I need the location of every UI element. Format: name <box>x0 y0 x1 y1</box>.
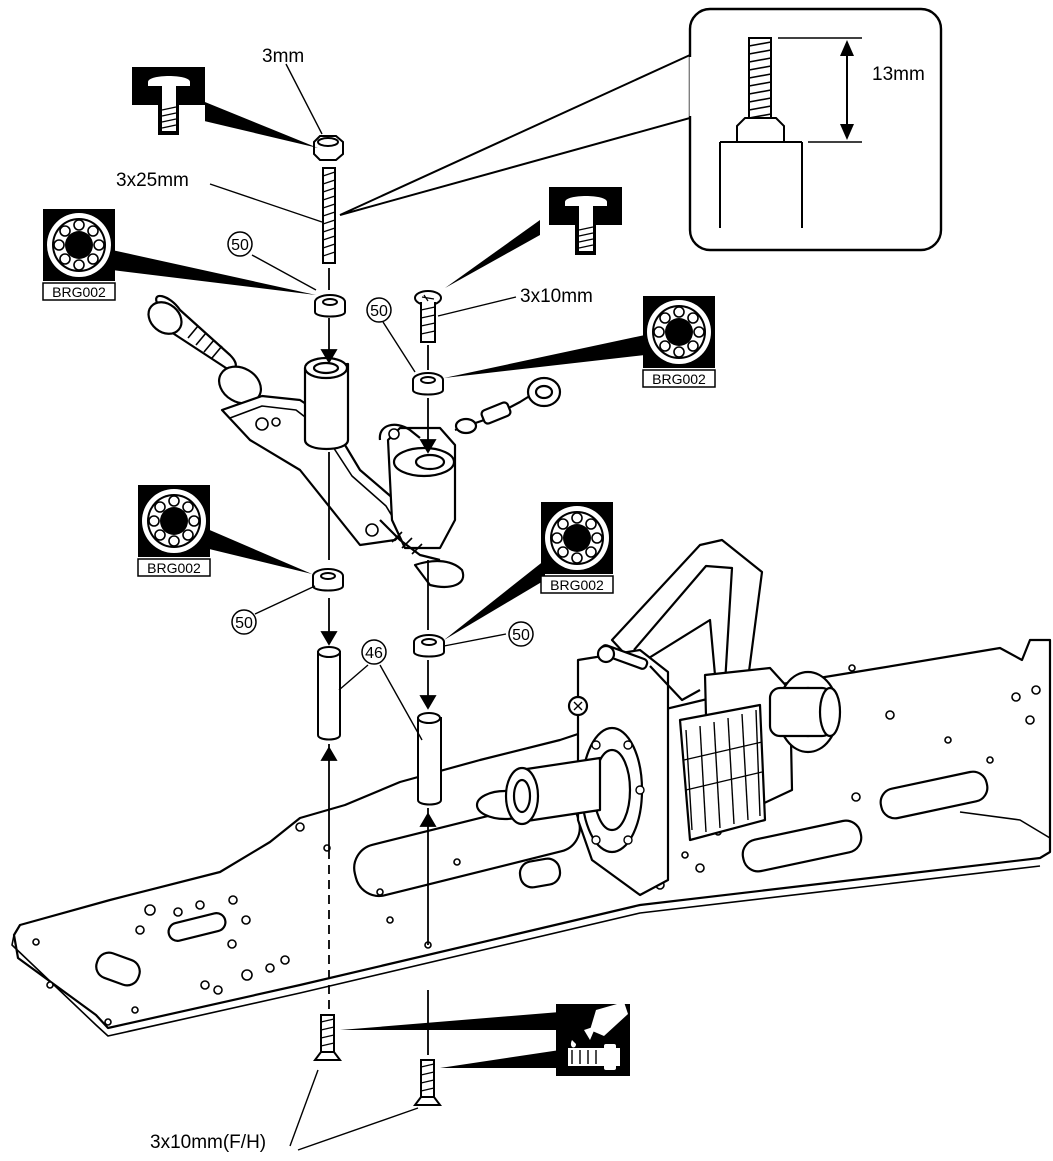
part-number-50-d: 50 <box>508 621 534 647</box>
label-screws-fh: 3x10mm(F/H) <box>150 1132 266 1153</box>
bearing-lower-right <box>413 634 445 658</box>
gearbox-assembly <box>504 538 842 897</box>
chassis-plate <box>11 638 1052 1037</box>
label-height-13mm: 13mm <box>872 64 925 85</box>
label-screw-3x25: 3x25mm <box>116 170 189 191</box>
svg-text:50: 50 <box>370 303 388 320</box>
leader-lines <box>209 63 517 1151</box>
screw-depth-callout-2 <box>445 187 622 288</box>
steering-assembly <box>147 294 562 588</box>
height-detail-callout <box>339 7 943 252</box>
post-left <box>317 646 341 741</box>
bearing-code-3: BRG002 <box>147 560 201 576</box>
bearing-code-2: BRG002 <box>652 371 706 387</box>
screw-3x10-top <box>414 290 442 343</box>
threadlock-callout <box>340 1002 630 1076</box>
bearing-upper-right <box>412 372 444 396</box>
bearing-callout-4 <box>444 502 614 640</box>
svg-text:50: 50 <box>235 615 253 632</box>
assembly-guides <box>320 268 437 1055</box>
bearing-balls <box>53 219 105 271</box>
screw-fh-right <box>413 1059 442 1106</box>
bearing-callout-2 <box>444 296 716 388</box>
screw-3x25 <box>322 167 336 264</box>
part-number-50-a: 50 <box>227 231 253 257</box>
svg-text:46: 46 <box>365 645 383 662</box>
screw-fh-left <box>313 1014 342 1061</box>
svg-text:50: 50 <box>231 237 249 254</box>
bearing-upper-left <box>314 294 346 318</box>
label-nut-3mm: 3mm <box>262 46 304 67</box>
nut-3mm <box>313 135 344 161</box>
part-number-46: 46 <box>361 639 387 665</box>
bearing-code-4: BRG002 <box>550 577 604 593</box>
bearing-code-1: BRG002 <box>52 284 106 300</box>
bearing-lower-left <box>312 568 344 592</box>
screw-depth-callout <box>132 67 318 148</box>
label-screw-3x10: 3x10mm <box>520 286 593 307</box>
bearing-callout-3 <box>137 485 312 577</box>
post-right <box>417 712 442 806</box>
bearing-callout-1 <box>42 209 316 301</box>
svg-text:50: 50 <box>512 627 530 644</box>
part-number-50-b: 50 <box>366 297 392 323</box>
part-number-50-c: 50 <box>231 609 257 635</box>
